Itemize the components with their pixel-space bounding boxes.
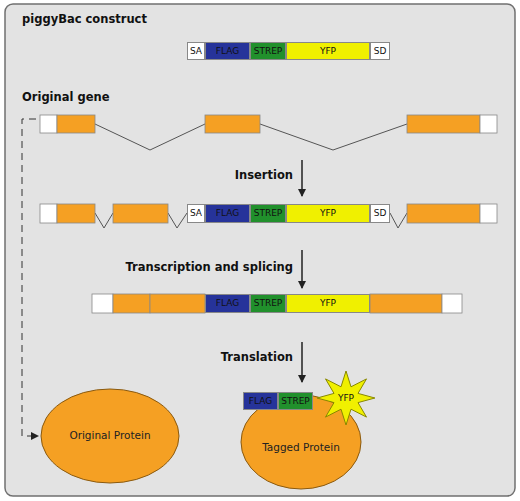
node-label: FLAG bbox=[216, 299, 239, 308]
node-label: YFP bbox=[338, 394, 354, 403]
original-gene bbox=[40, 115, 497, 150]
dashed-bypass-arrow bbox=[22, 119, 38, 436]
splice-donor-box: SD bbox=[370, 204, 390, 223]
node-label: YFP bbox=[320, 299, 336, 308]
splice-acceptor-box: SA bbox=[187, 42, 205, 60]
step-arrow bbox=[301, 160, 303, 196]
node-label: FLAG bbox=[249, 397, 272, 406]
step-label: Transcription and splicing bbox=[125, 260, 293, 274]
node-label: STREP bbox=[254, 209, 283, 218]
node-label: STREP bbox=[281, 397, 310, 406]
node-label: STREP bbox=[254, 47, 283, 56]
node-label: Tagged Protein bbox=[262, 442, 340, 454]
splice-donor-box: SD bbox=[370, 42, 390, 60]
inserted-gene bbox=[40, 204, 497, 228]
node-label: FLAG bbox=[216, 47, 239, 56]
spliced-mrna bbox=[92, 294, 462, 313]
strep-tag-box: STREP bbox=[278, 392, 313, 410]
step-label: Insertion bbox=[235, 168, 293, 182]
node-label: YFP bbox=[320, 209, 336, 218]
node-label: YFP bbox=[320, 47, 336, 56]
strep-tag-box: STREP bbox=[250, 204, 286, 223]
flag-tag-box: FLAG bbox=[243, 392, 278, 410]
strep-tag-box: STREP bbox=[250, 42, 286, 60]
flag-tag-box: FLAG bbox=[205, 204, 250, 223]
node-label: SA bbox=[190, 47, 202, 56]
yfp-box: YFP bbox=[286, 204, 370, 223]
step-arrow bbox=[301, 342, 303, 382]
flag-tag-box: FLAG bbox=[205, 294, 250, 313]
section-heading: Original gene bbox=[22, 90, 109, 104]
splice-acceptor-box: SA bbox=[187, 204, 205, 223]
background-panel bbox=[5, 4, 515, 496]
node-label: SD bbox=[374, 209, 387, 218]
step-arrow bbox=[301, 250, 303, 288]
node-label: SD bbox=[374, 47, 387, 56]
flag-tag-box: FLAG bbox=[205, 42, 250, 60]
step-label: Translation bbox=[221, 350, 293, 364]
protein-ellipse: Original Protein bbox=[40, 388, 180, 484]
yfp-box: YFP bbox=[286, 294, 370, 313]
node-label: Original Protein bbox=[69, 430, 150, 442]
node-label: FLAG bbox=[216, 209, 239, 218]
strep-tag-box: STREP bbox=[250, 294, 286, 313]
section-heading: piggyBac construct bbox=[22, 12, 147, 26]
node-label: STREP bbox=[254, 299, 283, 308]
ellipse-fill bbox=[41, 389, 179, 483]
node-label: SA bbox=[190, 209, 202, 218]
yfp-box: YFP bbox=[286, 42, 370, 60]
yfp-star: YFP bbox=[316, 370, 376, 426]
star-fill bbox=[317, 371, 375, 425]
